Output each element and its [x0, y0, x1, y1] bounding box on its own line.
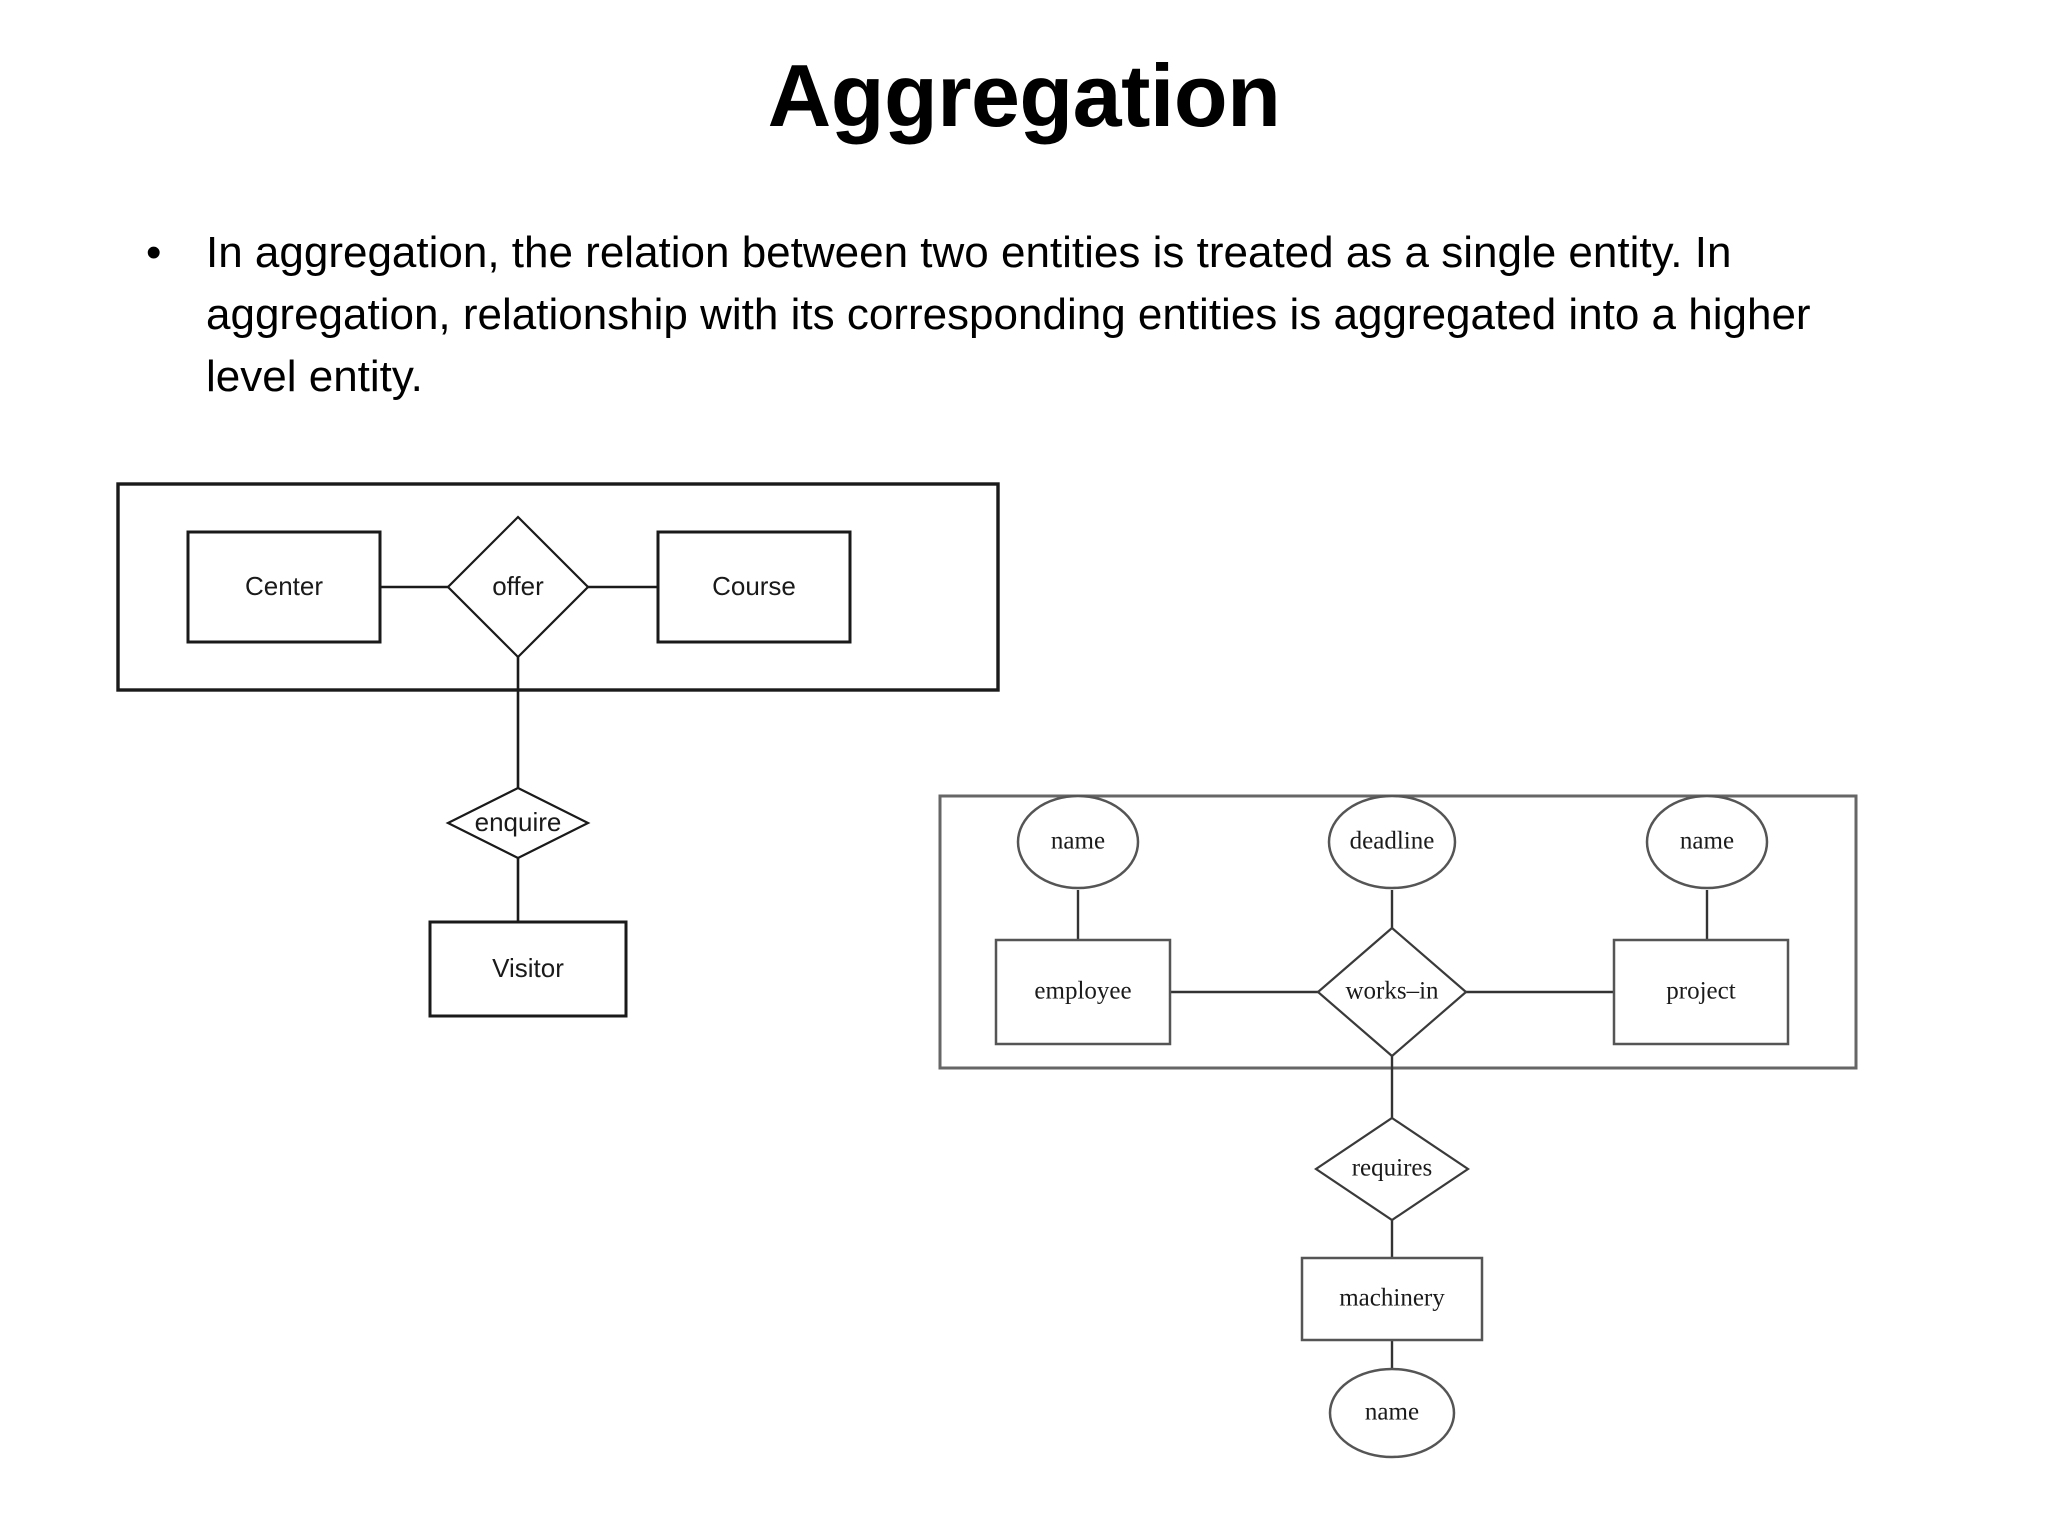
attribute-machinery-name-label: name [1365, 1399, 1419, 1426]
entity-employee[interactable] [994, 938, 1172, 1046]
relationship-enquire[interactable] [445, 786, 591, 860]
entity-visitor[interactable] [428, 920, 628, 1018]
entity-machinery[interactable] [1300, 1256, 1484, 1342]
entity-center[interactable] [186, 530, 382, 644]
page-title: Aggregation [767, 46, 1281, 145]
bullet-text: In aggregation, the relation between two… [206, 228, 1811, 401]
relationship-enquire-label: enquire [475, 807, 562, 837]
entity-project[interactable] [1612, 938, 1790, 1046]
attribute-deadline[interactable] [1327, 794, 1457, 890]
list-item: • In aggregation, the relation between t… [128, 222, 1888, 408]
body-text-block: • In aggregation, the relation between t… [128, 222, 1888, 408]
entity-employee-label: employee [1034, 978, 1131, 1005]
attribute-deadline-label: deadline [1350, 828, 1435, 855]
aggregation-boundary-box [116, 482, 1000, 692]
entity-visitor-label: Visitor [492, 953, 564, 983]
relationship-offer-label: offer [492, 571, 544, 601]
relationship-requires-label: requires [1352, 1155, 1433, 1182]
attribute-project-name-label: name [1680, 828, 1734, 855]
entity-project-label: project [1666, 978, 1735, 1005]
entity-course[interactable] [656, 530, 852, 644]
attribute-employee-name-label: name [1051, 828, 1105, 855]
entity-center-label: Center [245, 571, 323, 601]
er-diagram-center-course-visitor: Center offer Course enquire Visitor [110, 470, 1030, 1030]
entity-machinery-label: machinery [1339, 1285, 1445, 1312]
er-diagram-employee-project-machinery: name deadline name employee works–in pro… [930, 780, 1900, 1480]
relationship-offer[interactable] [446, 515, 590, 659]
relationship-works-in[interactable] [1316, 926, 1468, 1058]
relationship-requires[interactable] [1314, 1116, 1470, 1222]
attribute-employee-name[interactable] [1016, 794, 1140, 890]
attribute-project-name[interactable] [1645, 794, 1769, 890]
attribute-machinery-name[interactable] [1328, 1367, 1456, 1459]
entity-course-label: Course [712, 571, 796, 601]
bullet-marker-icon: • [146, 228, 162, 277]
relationship-works-in-label: works–in [1345, 978, 1439, 1005]
